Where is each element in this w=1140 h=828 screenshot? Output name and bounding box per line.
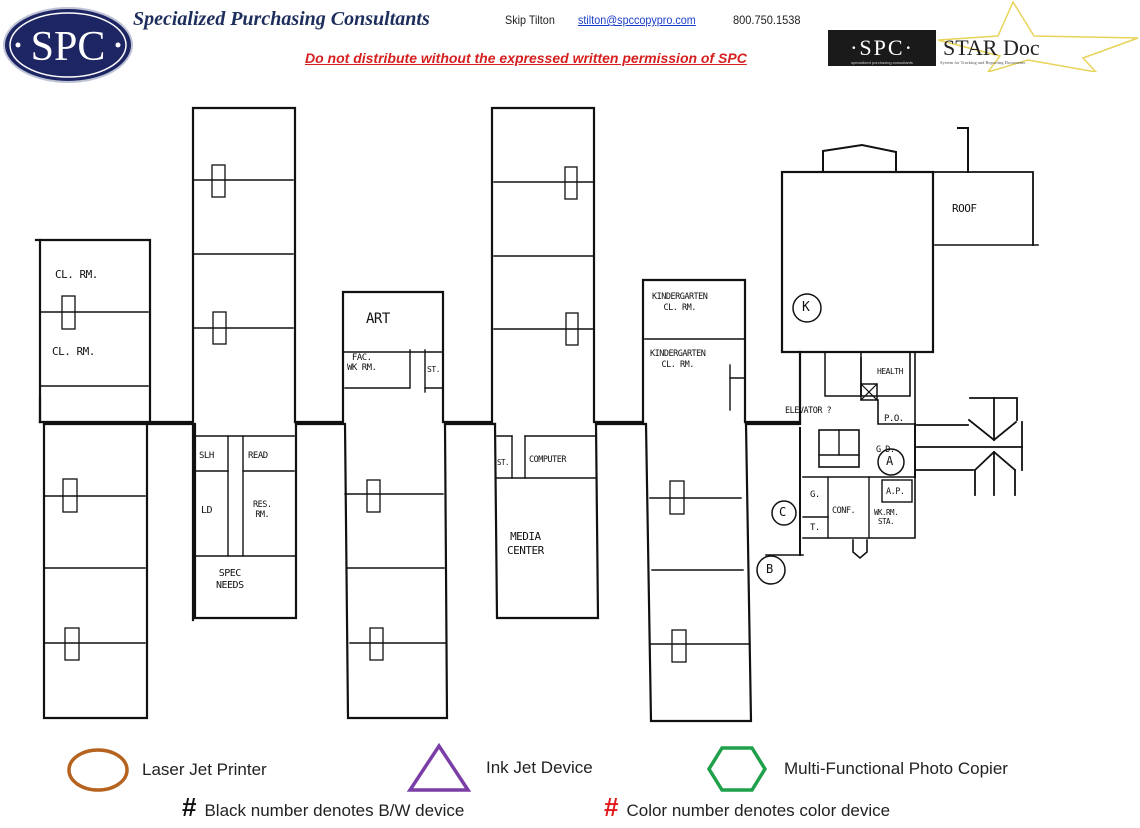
legend-note-label: Black number denotes B/W device bbox=[204, 801, 465, 820]
device-marker-c bbox=[771, 500, 797, 526]
room-label-wk-rm-sta: WK.RM. STA. bbox=[874, 508, 899, 526]
company-name: Specialized Purchasing Consultants bbox=[133, 8, 430, 30]
floor-plan: CL. RM. CL. RM. ART FAC. WK RM. ST. KIND… bbox=[0, 80, 1140, 730]
room-label-fac-wk-rm: FAC. WK RM. bbox=[347, 353, 377, 373]
legend-label: Multi-Functional Photo Copier bbox=[784, 759, 1008, 778]
distribution-warning: Do not distribute without the expressed … bbox=[305, 50, 747, 66]
stardoc-title: STAR Doc bbox=[943, 35, 1040, 60]
stardoc-subtitle: System for Tracking and Reporting Docume… bbox=[940, 60, 1025, 65]
kindergarten-block bbox=[641, 278, 747, 422]
stardoc-spc-text: ·SPC· bbox=[850, 35, 914, 60]
room-label-po: P.O. bbox=[884, 414, 904, 424]
device-marker-a bbox=[877, 448, 905, 476]
special-ed-block bbox=[193, 422, 345, 620]
wing-south-3 bbox=[343, 422, 497, 720]
room-label-conf: CONF. bbox=[832, 506, 856, 516]
star-doc-logo: ·SPC· specialized purchasing consultants… bbox=[828, 0, 1140, 74]
legend-photo-copier: Multi-Functional Photo Copier bbox=[706, 744, 1008, 794]
contact-email-link[interactable]: stilton@spccopypro.com bbox=[578, 13, 696, 27]
circle-icon bbox=[67, 748, 129, 792]
wing-north-2 bbox=[191, 106, 297, 422]
room-label-g: G. bbox=[810, 490, 820, 500]
room-label-media-center: MEDIA CENTER bbox=[507, 530, 544, 557]
art-block bbox=[341, 290, 445, 422]
device-marker-b-label[interactable]: B bbox=[766, 562, 773, 576]
device-placeholder bbox=[61, 295, 76, 330]
stardoc-spc-subtext: specialized purchasing consultants bbox=[851, 60, 913, 65]
room-label-ld: LD bbox=[201, 505, 213, 516]
hash-icon: # bbox=[182, 792, 197, 822]
room-label-st-2: ST. bbox=[497, 458, 510, 467]
logo-text: SPC bbox=[31, 24, 106, 70]
legend-ink-jet: Ink Jet Device bbox=[406, 742, 593, 794]
room-label-elevator: ELEVATOR ? bbox=[785, 406, 832, 416]
room-label-t: T. bbox=[810, 523, 820, 533]
room-label-st-1: ST. bbox=[427, 365, 440, 374]
legend-note-label: Color number denotes color device bbox=[626, 801, 891, 820]
room-label-spec-needs: SPEC NEEDS bbox=[216, 568, 244, 591]
room-label-slh: SLH bbox=[199, 451, 214, 461]
media-center-block bbox=[493, 422, 647, 620]
room-label-res-rm: RES. RM. bbox=[253, 500, 272, 520]
east-entrance bbox=[916, 397, 1023, 496]
wing-south-1 bbox=[42, 422, 195, 720]
office-area bbox=[765, 350, 916, 560]
star-outline-icon bbox=[937, 0, 1139, 74]
wing-west-north bbox=[34, 238, 152, 424]
room-label-cl-rm-2: CL. RM. bbox=[52, 345, 95, 358]
hexagon-icon bbox=[706, 746, 768, 792]
legend-label: Ink Jet Device bbox=[486, 758, 593, 777]
contact-name: Skip Tilton bbox=[505, 13, 555, 27]
main-corridor bbox=[38, 396, 802, 424]
spc-logo: SPC bbox=[2, 6, 134, 84]
room-label-art: ART bbox=[366, 311, 390, 327]
north-east-building bbox=[780, 127, 1039, 354]
legend-laser-jet: Laser Jet Printer bbox=[66, 746, 267, 794]
device-marker-b bbox=[756, 555, 786, 585]
contact-phone: 800.750.1538 bbox=[733, 13, 801, 27]
device-marker-a-label[interactable]: A bbox=[886, 454, 893, 468]
hash-icon: # bbox=[604, 792, 619, 822]
wing-north-4 bbox=[490, 106, 596, 422]
room-label-cl-rm-1: CL. RM. bbox=[55, 268, 98, 281]
room-label-computer: COMPUTER bbox=[529, 455, 566, 465]
device-marker-k-label[interactable]: K bbox=[802, 300, 810, 315]
room-label-read: READ bbox=[248, 451, 268, 461]
room-label-kindergarten-2: KINDERGARTEN CL. RM. bbox=[650, 349, 706, 370]
device-marker-c-label[interactable]: C bbox=[779, 505, 786, 519]
room-label-roof: ROOF bbox=[952, 202, 977, 215]
room-label-health: HEALTH bbox=[877, 367, 903, 376]
room-label-kindergarten-1: KINDERGARTEN CL. RM. bbox=[652, 292, 708, 313]
legend-note-color: # Color number denotes color device bbox=[604, 792, 890, 823]
legend-note-bw: # Black number denotes B/W device bbox=[182, 792, 464, 823]
wing-south-5 bbox=[644, 422, 802, 723]
room-label-ap: A.P. bbox=[886, 487, 905, 497]
triangle-icon bbox=[406, 742, 472, 792]
room-label-gd: G.D. bbox=[876, 445, 895, 455]
device-marker-k bbox=[792, 293, 822, 323]
legend-label: Laser Jet Printer bbox=[142, 760, 267, 779]
